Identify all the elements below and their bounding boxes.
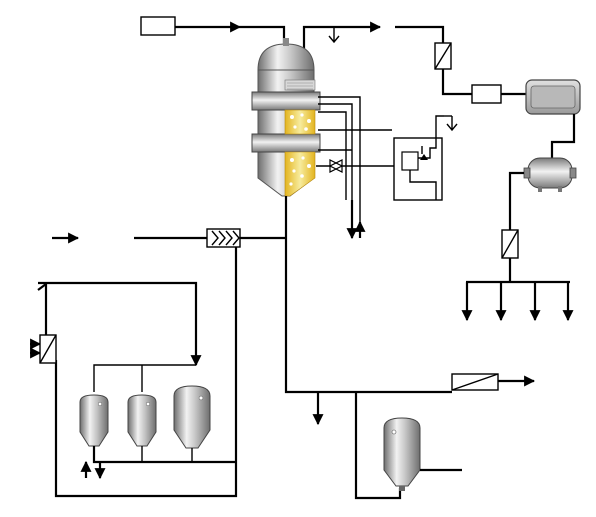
distribution-filter — [501, 229, 519, 259]
conical-tank-3 — [173, 385, 211, 449]
vent-top — [328, 27, 340, 44]
overhead-line — [302, 21, 382, 60]
receiver-drum — [523, 157, 577, 192]
main-reactor — [251, 38, 321, 197]
feed-box — [140, 16, 176, 36]
left-filter — [39, 334, 57, 364]
vent-control — [444, 115, 458, 132]
reactor-bottom-line — [284, 196, 536, 500]
gate-valve — [328, 159, 344, 173]
drum-to-filter-line — [508, 171, 524, 230]
product-tank — [525, 79, 581, 115]
bottom-filter — [451, 373, 499, 391]
conical-tank-1 — [79, 394, 109, 447]
recycle-loop-line — [54, 247, 238, 498]
reactor-side-lines — [318, 96, 392, 240]
tank-to-drum-line — [550, 114, 576, 158]
left-loop — [30, 281, 202, 367]
top-filter — [434, 42, 452, 70]
overhead-to-filter-line — [395, 25, 472, 96]
conical-tank-2 — [127, 394, 157, 447]
product-box — [471, 84, 502, 104]
control-valve-assembly — [393, 115, 444, 201]
tank-header — [93, 364, 196, 392]
feed-heat-exchanger — [206, 228, 241, 248]
collection-tank — [383, 417, 462, 491]
tank-bottom-lines — [80, 446, 236, 480]
distribution-header — [461, 258, 574, 322]
